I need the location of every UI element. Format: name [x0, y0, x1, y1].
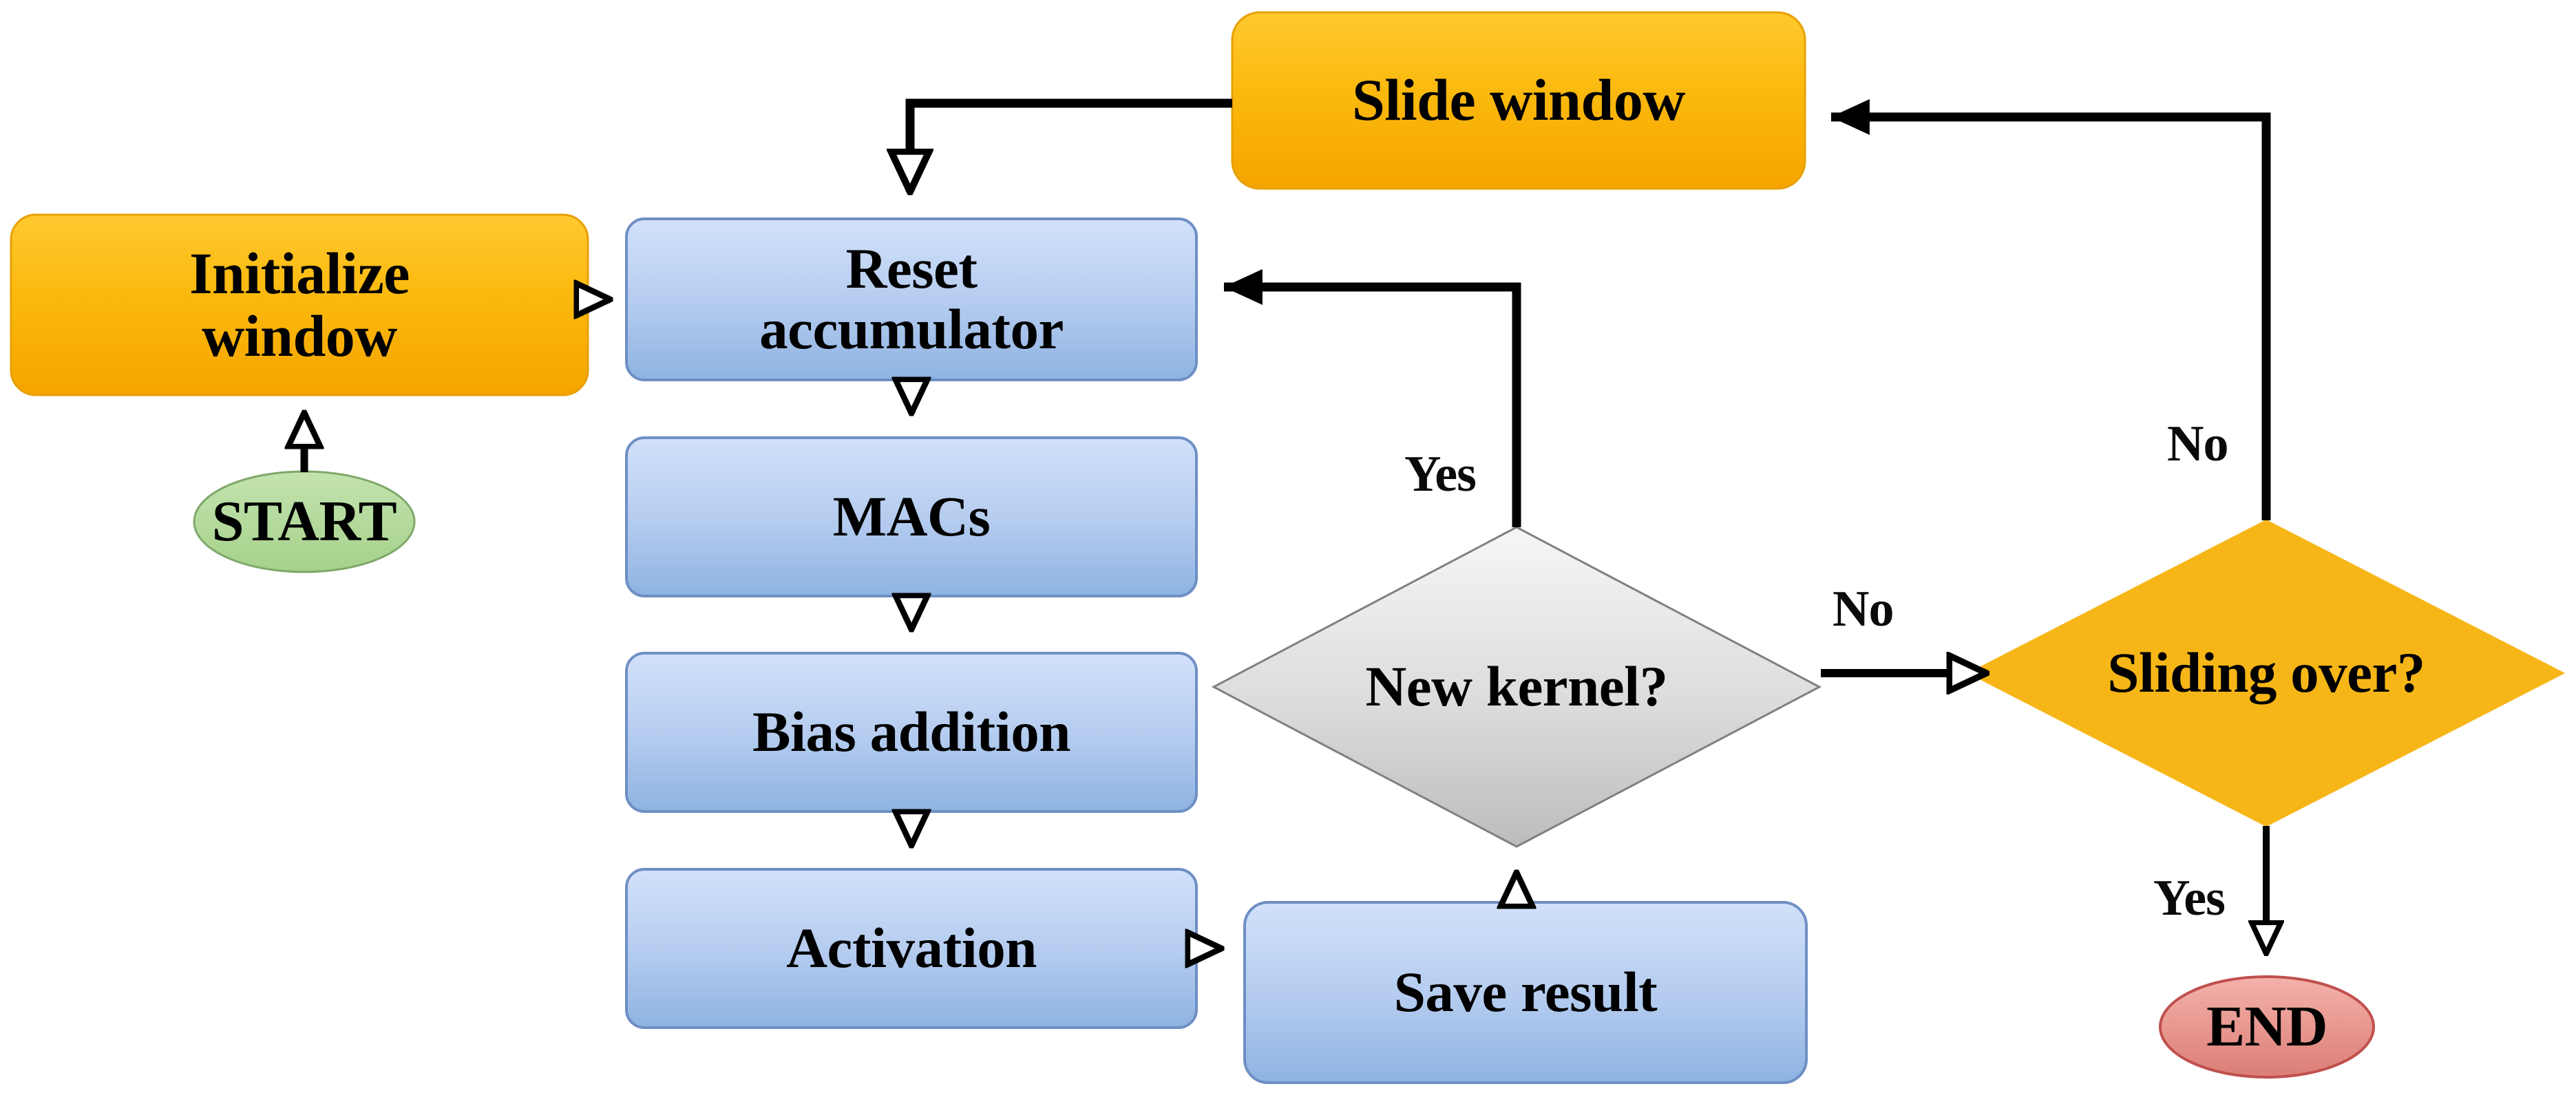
node-macs-hit[interactable] — [626, 438, 1196, 596]
edge-label-yes-new-kernel: Yes — [1404, 446, 1477, 502]
node-bias-addition-hit[interactable] — [626, 653, 1196, 811]
node-save-result-hit[interactable] — [1245, 902, 1806, 1083]
edge-new-kernel-yes-to-reset — [1223, 269, 1521, 527]
node-new-kernel[interactable] — [1211, 526, 1822, 848]
node-initialize-window-hit[interactable] — [11, 215, 588, 395]
node-start-hit[interactable] — [194, 471, 414, 572]
node-end[interactable] — [2159, 975, 2375, 1079]
edge-label-no-sliding-over: No — [2167, 416, 2228, 472]
node-reset-accumulator-hit[interactable] — [626, 219, 1196, 380]
node-slide-window-hit[interactable] — [1232, 12, 1805, 189]
node-activation-hit[interactable] — [626, 869, 1196, 1028]
edge-label-yes-sliding-over: Yes — [2153, 870, 2226, 926]
edge-label-no-new-kernel: No — [1833, 581, 1894, 637]
node-end-hit[interactable] — [2160, 977, 2374, 1077]
edge-sliding-over-no-to-slide-window — [1830, 99, 2271, 520]
edge-slide-window-to-reset — [910, 98, 1232, 191]
